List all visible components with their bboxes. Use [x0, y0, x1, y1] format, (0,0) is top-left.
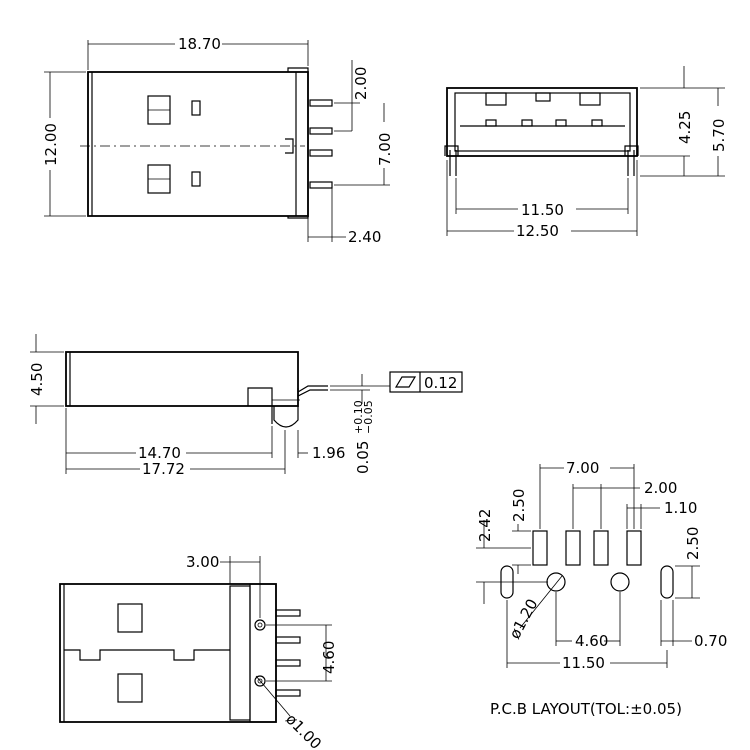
- dim-front-h-outer: 5.70: [710, 119, 728, 152]
- pcb-pad-1: [532, 530, 548, 566]
- pcb-dim-pitch: 2.00: [644, 479, 677, 497]
- dim-side-height: 4.50: [28, 363, 46, 396]
- dim-side-body: 14.70: [138, 444, 181, 462]
- bottom-hole-2: [254, 675, 266, 687]
- dim-bottom-hole: ø1.00: [282, 710, 325, 750]
- top-view: 18.70 12.00 2.00 7.00 2.40: [42, 35, 394, 246]
- bottom-window-2: [117, 673, 143, 703]
- dim-side-tol-lower: −0.05: [362, 400, 375, 434]
- side-view: 4.50 14.70 1.96 17.72 0.05 +0.10 −0.05 0…: [28, 334, 463, 478]
- dim-front-inner: 11.50: [521, 201, 564, 219]
- flatness-frame: [389, 371, 463, 393]
- dim-pin-span: 7.00: [376, 133, 394, 166]
- bottom-hole-1: [254, 619, 266, 631]
- pcb-dim-span: 7.00: [566, 459, 599, 477]
- dim-bottom-offset: 3.00: [186, 553, 219, 571]
- top-pin-4: [309, 181, 333, 189]
- dim-side-tol: 0.05: [354, 441, 372, 474]
- pcb-pad-3: [593, 530, 609, 566]
- pcb-dim-slot-width: 0.70: [694, 632, 727, 650]
- pcb-dim-slot-len: 2.50: [684, 527, 702, 560]
- pcb-dim-pad-width: 1.10: [664, 499, 697, 517]
- dim-top-height: 12.00: [42, 123, 60, 166]
- front-view: 11.50 12.50 4.25 5.70: [444, 66, 728, 240]
- pcb-slot-right: [660, 565, 674, 599]
- dim-bottom-pitch: 4.60: [320, 641, 338, 674]
- flatness-icon: [394, 376, 417, 388]
- pcb-dim-offset: 2.42: [476, 509, 494, 542]
- side-body: [65, 351, 299, 407]
- top-view-body: [87, 71, 309, 217]
- dim-side-tol-upper: +0.10: [352, 400, 365, 434]
- dim-top-width: 18.70: [178, 35, 221, 53]
- bottom-view: 3.00 4.60 ø1.00: [59, 553, 338, 750]
- pcb-layout: 7.00 2.00 1.10 2.42 2.50 2.50 ø1.20: [476, 459, 727, 718]
- dim-pin-tail: 2.40: [348, 228, 381, 246]
- pcb-dim-pad-len: 2.50: [510, 489, 528, 522]
- pcb-dim-total: 11.50: [562, 654, 605, 672]
- dim-side-pin: 1.96: [312, 444, 345, 462]
- pcb-hole-2: [610, 572, 630, 592]
- flatness-value: 0.12: [424, 374, 457, 392]
- pcb-dim-hole-pitch: 4.60: [575, 632, 608, 650]
- front-shell: [446, 87, 638, 157]
- dim-front-h-inner: 4.25: [676, 111, 694, 144]
- bottom-body: [59, 583, 277, 723]
- top-pin-3: [309, 149, 333, 157]
- top-pin-2: [309, 127, 333, 135]
- dim-pin-pitch: 2.00: [352, 67, 370, 100]
- pcb-dim-hole: ø1.20: [506, 596, 542, 642]
- pcb-caption: P.C.B LAYOUT(TOL:±0.05): [490, 700, 682, 718]
- bottom-window-1: [117, 603, 143, 633]
- pcb-hole-1: [546, 572, 566, 592]
- dim-side-total: 17.72: [142, 460, 185, 478]
- top-pin-1: [309, 99, 333, 107]
- pcb-pad-2: [565, 530, 581, 566]
- pcb-pad-4: [626, 530, 642, 566]
- dim-front-outer: 12.50: [516, 222, 559, 240]
